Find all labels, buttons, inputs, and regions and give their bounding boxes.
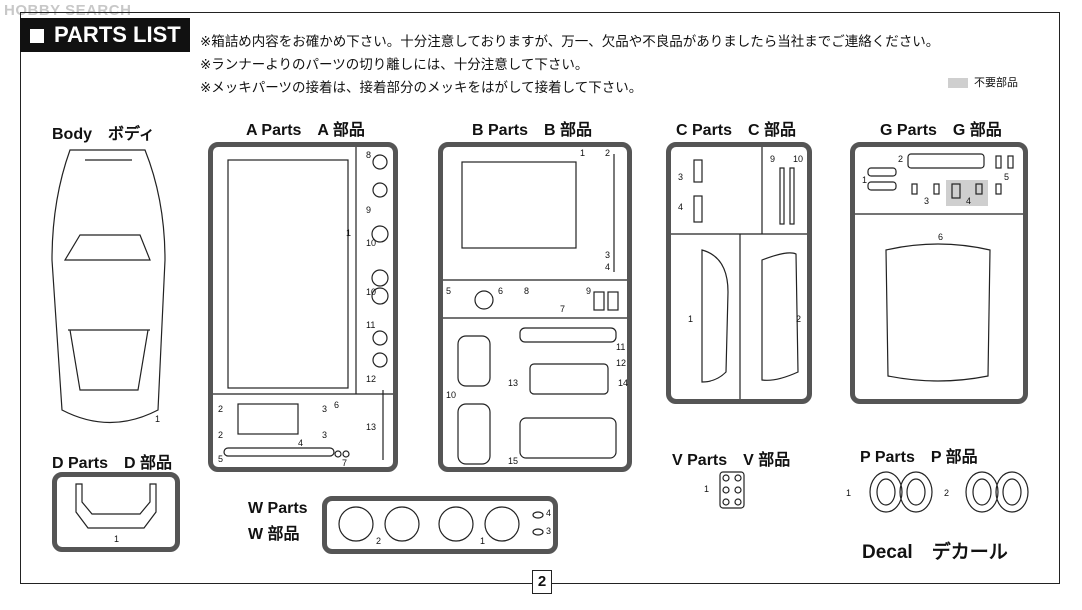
p-part-number: 2 (944, 488, 950, 498)
b-part-number: 14 (618, 378, 629, 388)
a-part-number: 12 (366, 374, 377, 384)
c-part-number: 3 (678, 172, 684, 182)
c-part-number: 9 (770, 154, 776, 164)
b-part-number: 1 (580, 148, 586, 158)
d-part-number: 1 (114, 534, 120, 544)
g-part-number: 1 (862, 175, 868, 185)
sprue-a-parts (213, 147, 393, 460)
sprue-b (438, 142, 632, 472)
a-part-number: 1 (346, 228, 352, 238)
section-b-title: B Parts B 部品 (472, 122, 593, 139)
b-part-number: 5 (446, 286, 452, 296)
g-part-number: 6 (938, 232, 944, 242)
a-part-number: 2 (218, 430, 224, 440)
a-part-number: 9 (366, 205, 372, 215)
p-parts (869, 471, 1029, 513)
watermark: HOBBY SEARCH (4, 2, 132, 19)
a-part-number: 7 (342, 458, 348, 468)
b-part-number: 9 (586, 286, 592, 296)
w-part-number: 3 (546, 526, 552, 536)
section-g-title: G Parts G 部品 (880, 122, 1002, 139)
section-v-title: V Parts V 部品 (672, 452, 791, 469)
a-part-number: 5 (218, 454, 224, 464)
title-banner: PARTS LIST (20, 18, 190, 52)
page-title: PARTS LIST (54, 22, 181, 47)
body-part-number: 1 (155, 414, 161, 424)
a-part-number: 2 (218, 404, 224, 414)
a-part-number: 11 (366, 320, 376, 330)
w-part-number: 2 (376, 536, 382, 546)
a-part-number: 3 (322, 430, 328, 440)
a-part-number: 4 (298, 438, 304, 448)
b-part-number: 15 (508, 456, 519, 466)
note-3: ※メッキパーツの接着は、接着部分のメッキをはがして接着して下さい。 (200, 80, 643, 96)
square-icon (30, 29, 44, 43)
b-part-number: 10 (446, 390, 457, 400)
section-a-title: A Parts A 部品 (246, 122, 365, 139)
a-part-number: 10 (366, 287, 377, 297)
sprue-b-parts (443, 154, 627, 465)
b-part-number: 7 (560, 304, 566, 314)
b-part-number: 3 (605, 250, 611, 260)
a-part-number: 6 (334, 400, 340, 410)
b-part-number: 12 (616, 358, 627, 368)
sprue-w (322, 496, 558, 554)
p-part-number: 1 (846, 488, 852, 498)
c-part-number: 2 (796, 314, 802, 324)
a-part-number: 13 (366, 422, 377, 432)
a-part-number: 10 (366, 238, 377, 248)
g-part-number: 3 (924, 196, 930, 206)
v-parts (719, 471, 745, 509)
decal-title: Decal デカール (862, 542, 1008, 563)
sprue-w-parts (338, 506, 544, 542)
page-number: 2 (532, 570, 552, 594)
b-part-number: 8 (524, 286, 530, 296)
note-2: ※ランナーよりのパーツの切り離しには、十分注意して下さい。 (200, 57, 589, 73)
c-part-number: 10 (793, 154, 804, 164)
section-p-title: P Parts P 部品 (860, 449, 978, 466)
a-part-number: 3 (322, 404, 328, 414)
w-part-number: 4 (546, 508, 552, 518)
g-part-number: 5 (1004, 172, 1010, 182)
b-part-number: 11 (616, 342, 626, 352)
unused-part-swatch (948, 78, 968, 88)
g-part-number: 4 (966, 196, 972, 206)
section-d-title: D Parts D 部品 (52, 455, 173, 472)
b-part-number: 4 (605, 262, 611, 272)
section-w-title: W Parts (248, 500, 308, 517)
b-part-number: 2 (605, 148, 611, 158)
sprue-d (52, 472, 180, 552)
note-1: ※箱詰め内容をお確かめ下さい。十分注意しておりますが、万一、欠品や不良品がありま… (200, 34, 940, 50)
sprue-c (666, 142, 812, 404)
section-body-title: Body ボディ (52, 126, 155, 143)
c-part-number: 1 (688, 314, 694, 324)
w-part-number: 1 (480, 536, 486, 546)
legend-label: 不要部品 (974, 76, 1018, 89)
g-part-number: 2 (898, 154, 904, 164)
sprue-d-parts (75, 483, 157, 529)
a-part-number: 8 (366, 150, 372, 160)
sprue-a (208, 142, 398, 472)
b-part-number: 13 (508, 378, 519, 388)
v-part-number: 1 (704, 484, 710, 494)
b-part-number: 6 (498, 286, 504, 296)
body-drawing (51, 149, 166, 423)
c-part-number: 4 (678, 202, 684, 212)
section-w-title-jp: W 部品 (248, 526, 300, 543)
section-c-title: C Parts C 部品 (676, 122, 797, 139)
sprue-c-parts (671, 147, 807, 399)
sprue-g-parts (855, 153, 1023, 382)
